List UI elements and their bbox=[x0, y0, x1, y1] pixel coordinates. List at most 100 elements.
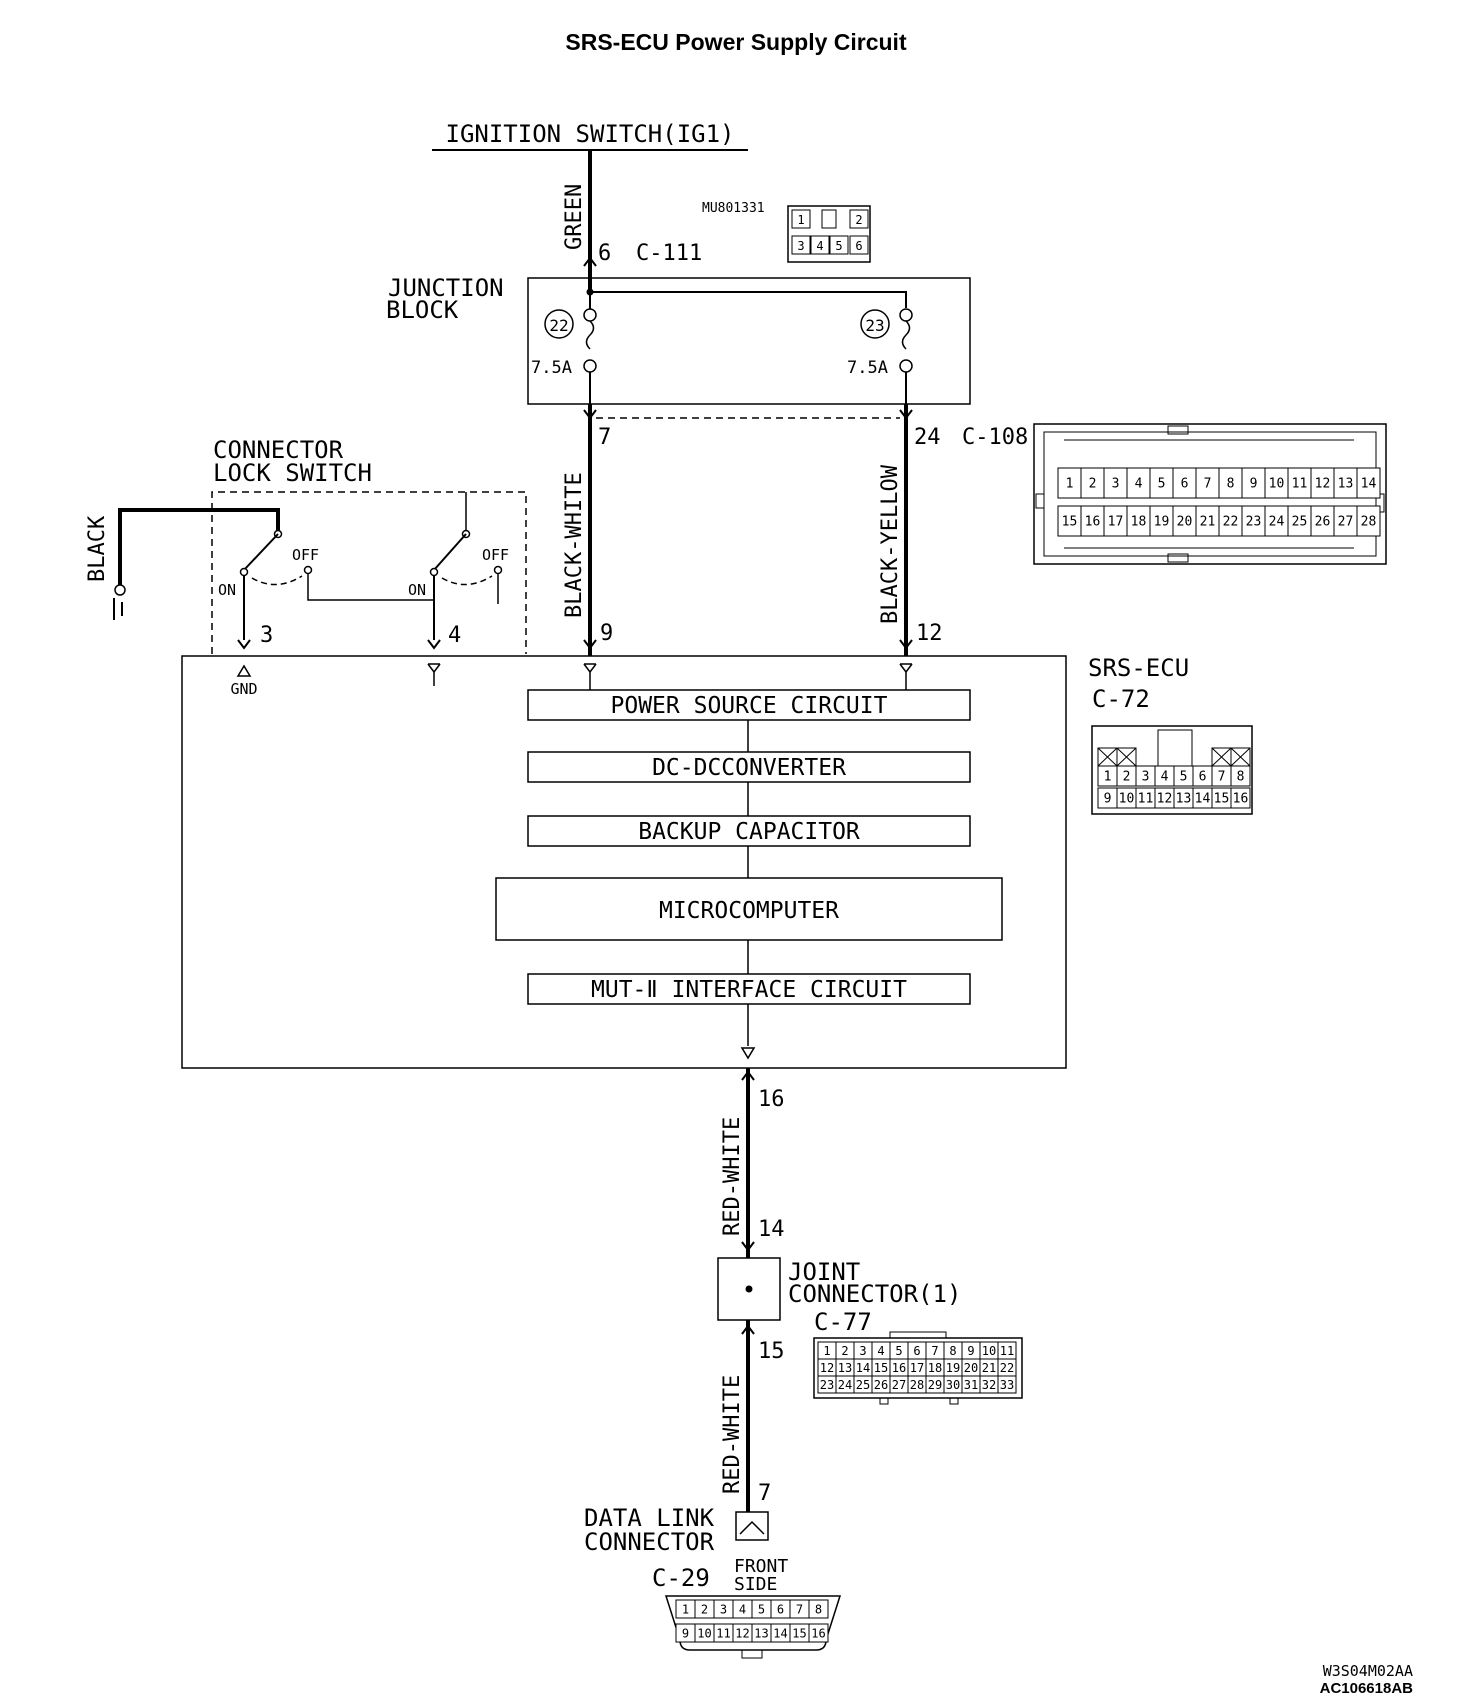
joint-pin-14: 14 bbox=[758, 1217, 785, 1242]
c108-pin-3: 3 bbox=[1112, 477, 1120, 492]
fuse-23-rating: 7.5A bbox=[847, 358, 888, 378]
data-link-connector-box bbox=[735, 1511, 769, 1541]
c77-pin-29: 29 bbox=[928, 1378, 942, 1392]
junction-block-label-1: JUNCTION bbox=[388, 274, 504, 302]
c29-pin-15: 15 bbox=[792, 1626, 806, 1640]
c29-pin-12: 12 bbox=[735, 1626, 749, 1640]
ecu-terminal-4-icon bbox=[427, 663, 441, 686]
c77-pin-12: 12 bbox=[820, 1361, 834, 1375]
c29-pin-16: 16 bbox=[811, 1626, 825, 1640]
c29-pin-8: 8 bbox=[815, 1602, 822, 1616]
joint-14-mark bbox=[741, 1241, 755, 1252]
c108-pin-9: 9 bbox=[1250, 477, 1258, 492]
c77-pin-8: 8 bbox=[949, 1344, 956, 1358]
red-white-upper-label: RED-WHITE bbox=[720, 1117, 745, 1236]
c29-pin-2: 2 bbox=[701, 1602, 708, 1616]
c29-pin-13: 13 bbox=[754, 1626, 768, 1640]
srs-ecu-box bbox=[181, 655, 1067, 1069]
c108-pin-24: 24 bbox=[1269, 515, 1285, 530]
c77-pin-11: 11 bbox=[1000, 1344, 1014, 1358]
c77-pin-15: 15 bbox=[874, 1361, 888, 1375]
c77-pin-22: 22 bbox=[1000, 1361, 1014, 1375]
c108-pin-16: 16 bbox=[1085, 515, 1101, 530]
jb-out-7: 7 bbox=[598, 425, 611, 450]
microcomputer-box bbox=[495, 877, 1003, 941]
c77-pin-3: 3 bbox=[859, 1344, 866, 1358]
black-wire bbox=[118, 508, 280, 590]
ecu-12-mark bbox=[899, 639, 913, 650]
c72-cell bbox=[1230, 765, 1251, 787]
c77-pin-1: 1 bbox=[823, 1344, 830, 1358]
c72-pin-10: 10 bbox=[1119, 792, 1135, 807]
c72-pin-7: 7 bbox=[1218, 770, 1226, 785]
black-yellow-label: BLACK-YELLOW bbox=[878, 464, 903, 624]
c72-pin-13: 13 bbox=[1176, 792, 1192, 807]
ecu-9-mark bbox=[583, 639, 597, 650]
c108-pin-26: 26 bbox=[1315, 515, 1331, 530]
c108-cell bbox=[1356, 467, 1381, 499]
c108-pin-2: 2 bbox=[1089, 477, 1097, 492]
c77-pin-24: 24 bbox=[838, 1378, 852, 1392]
c111-pinout: 1 2 3 4 5 6 bbox=[787, 205, 871, 263]
c77-pin-23: 23 bbox=[820, 1378, 834, 1392]
c72-label: C-72 bbox=[1092, 685, 1150, 713]
c108-pin-6: 6 bbox=[1181, 477, 1189, 492]
c77-pin-27: 27 bbox=[892, 1378, 906, 1392]
srs-ecu-label: SRS-ECU bbox=[1088, 654, 1189, 682]
svg-text:3: 3 bbox=[797, 239, 804, 253]
joint-15-mark bbox=[741, 1324, 755, 1335]
ignition-switch-label: IGNITION SWITCH(IG1) bbox=[446, 120, 735, 148]
c72-cell bbox=[1230, 787, 1251, 809]
dlc-pin-7: 7 bbox=[758, 1481, 771, 1506]
ecu-pin-4: 4 bbox=[448, 623, 461, 648]
c77-pin-2: 2 bbox=[841, 1344, 848, 1358]
c77-pin-14: 14 bbox=[856, 1361, 870, 1375]
joint-connector-label-1: JOINT bbox=[788, 1258, 860, 1286]
c72-pin-5: 5 bbox=[1180, 770, 1188, 785]
c108-pin-12: 12 bbox=[1315, 477, 1331, 492]
power-source-circuit-label: POWER SOURCE CIRCUIT bbox=[611, 693, 888, 719]
svg-text:6: 6 bbox=[855, 239, 862, 253]
ecu-3-mark bbox=[237, 639, 251, 650]
c108-pin-28: 28 bbox=[1361, 515, 1377, 530]
ecu-terminal-16-icon bbox=[740, 1047, 756, 1060]
c77-pin-21: 21 bbox=[982, 1361, 996, 1375]
c77-pin-9: 9 bbox=[967, 1344, 974, 1358]
c72-pin-11: 11 bbox=[1138, 792, 1154, 807]
c29-cell bbox=[808, 1623, 829, 1643]
lock-switch-2-off: OFF bbox=[482, 546, 509, 564]
c72-pin-15: 15 bbox=[1214, 792, 1230, 807]
c77-pin-31: 31 bbox=[964, 1378, 978, 1392]
data-link-label-1: DATA LINK bbox=[584, 1504, 715, 1532]
data-link-label-2: CONNECTOR bbox=[584, 1528, 715, 1556]
c29-pin-11: 11 bbox=[716, 1626, 730, 1640]
ecu-terminal-9-icon bbox=[583, 663, 597, 690]
c29-label: C-29 bbox=[652, 1564, 710, 1592]
power-source-circuit-box bbox=[527, 689, 971, 721]
backup-capacitor-label: BACKUP CAPACITOR bbox=[638, 819, 860, 845]
c72-key-cross bbox=[1230, 747, 1251, 767]
microcomputer-label: MICROCOMPUTER bbox=[659, 898, 839, 924]
c72-pin-6: 6 bbox=[1199, 770, 1207, 785]
gnd-terminal-icon bbox=[236, 664, 252, 677]
c108-pin-23: 23 bbox=[1246, 515, 1262, 530]
c108-pin-21: 21 bbox=[1200, 515, 1216, 530]
c72-pin-16: 16 bbox=[1233, 792, 1249, 807]
c108-pin-4: 4 bbox=[1135, 477, 1143, 492]
c77-pin-26: 26 bbox=[874, 1378, 888, 1392]
c77-pin-17: 17 bbox=[910, 1361, 924, 1375]
front-side-label-2: SIDE bbox=[734, 1574, 777, 1595]
ecu-pin-9: 9 bbox=[600, 621, 613, 646]
dcdc-converter-box bbox=[527, 751, 971, 783]
ecu-pin-16: 16 bbox=[758, 1087, 785, 1112]
c72-pin-9: 9 bbox=[1104, 792, 1112, 807]
c29-pin-6: 6 bbox=[777, 1602, 784, 1616]
c77-pin-13: 13 bbox=[838, 1361, 852, 1375]
junction-block-box bbox=[527, 277, 971, 405]
c77-pin-7: 7 bbox=[931, 1344, 938, 1358]
c108-pin-15: 15 bbox=[1062, 515, 1078, 530]
svg-text:4: 4 bbox=[816, 239, 823, 253]
lock-switch-1-on: ON bbox=[218, 581, 236, 599]
ecu-pin-12: 12 bbox=[916, 621, 943, 646]
